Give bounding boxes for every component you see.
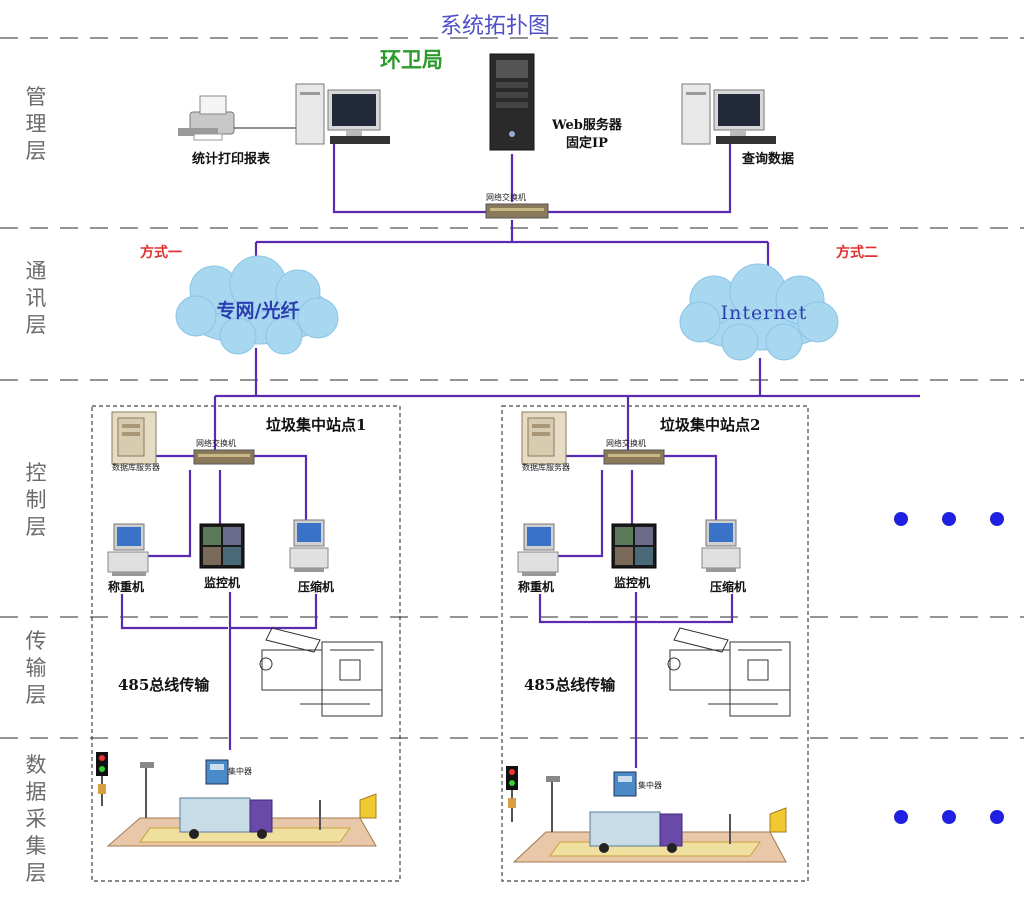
station2-compress-label: 压缩机 [710,580,747,594]
more-stations-dot [990,512,1004,526]
layer-label-transmission: 传输层 [25,629,47,707]
station1-compress-pc-icon [289,519,329,572]
mode1-label: 方式一 [140,245,182,261]
station2-compress-pc-icon [701,519,741,572]
web-server-label: Web服务器 [552,118,622,133]
printer-icon [178,95,235,141]
cloud2-label: Internet [720,302,808,324]
station1-weigh-label: 称重机 [108,580,145,594]
more-stations-dot [990,810,1004,824]
layer-label-communication: 通讯层 [25,259,47,337]
main-switch-icon [485,203,549,219]
station2-bus-label: 485总线传输 [524,676,616,694]
station1-db-server-icon [111,411,157,465]
layer-label-control: 控制层 [25,461,47,539]
station2-weigh-label: 称重机 [518,580,555,594]
network-lines [120,142,920,768]
cloud-internet [679,263,839,361]
station1-concentrator-icon [205,759,229,785]
station2-concentrator-label: 集中器 [638,781,662,790]
station1-bus-label: 485总线传输 [118,676,210,694]
station2-compactor-icon [667,627,791,717]
agency-label: 环卫局 [380,47,443,72]
station1-monitor-label: 监控机 [204,576,241,590]
more-stations-dot [942,810,956,824]
station2-switch-label: 网络交换机 [606,439,646,448]
station1-compactor-icon [259,627,383,717]
station2-weighbridge-scene [506,766,787,863]
station2-box [501,405,809,882]
layer-label-data-collection: 数据采集层 [25,753,47,885]
management-pc-icon [295,83,390,145]
cloud1-label: 专网/光纤 [216,300,300,322]
query-pc-icon [681,83,776,145]
station2-monitor-icon [611,523,657,569]
station2-switch-icon [603,449,665,465]
station2-db-label: 数据库服务器 [522,463,570,472]
station2-monitor-label: 监控机 [614,576,651,590]
main-switch-label: 网络交换机 [486,193,526,202]
station1-weigh-pc-icon [107,523,149,576]
web-server-icon [489,53,535,151]
station1-db-label: 数据库服务器 [112,463,160,472]
station2-db-server-icon [521,411,567,465]
more-stations-dot [942,512,956,526]
station2-weigh-pc-icon [517,523,559,576]
station2-name: 垃圾集中站点2 [660,416,761,434]
station1-box [91,405,401,882]
layer-label-management: 管理层 [25,85,47,163]
station1-switch-icon [193,449,255,465]
station1-switch-label: 网络交换机 [196,439,236,448]
query-label: 查询数据 [742,152,795,167]
diagram-title: 系统拓扑图 [440,14,551,39]
station2-concentrator-icon [613,771,637,797]
station1-monitor-icon [199,523,245,569]
print-label: 统计打印报表 [192,152,271,167]
web-server-ip-label: 固定IP [566,136,608,151]
station1-name: 垃圾集中站点1 [266,416,367,434]
more-stations-dot [894,512,908,526]
more-stations-dot [894,810,908,824]
mode2-label: 方式二 [836,245,878,261]
station1-concentrator-label: 集中器 [228,767,252,776]
cloud-private-network [175,255,339,355]
station1-weighbridge-scene [96,752,377,847]
station1-compress-label: 压缩机 [298,580,335,594]
